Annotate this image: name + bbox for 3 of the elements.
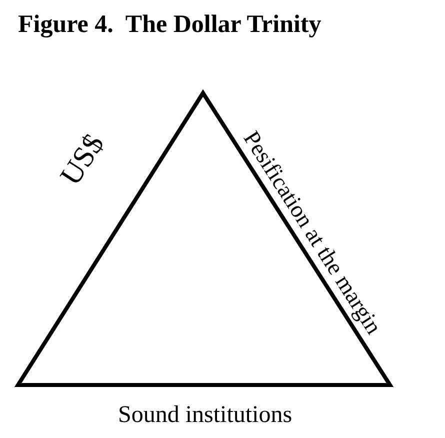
base-label: Sound institutions <box>118 403 292 427</box>
figure-title: Figure 4. The Dollar Trinity <box>18 12 322 37</box>
side-label: US$ <box>55 129 110 191</box>
